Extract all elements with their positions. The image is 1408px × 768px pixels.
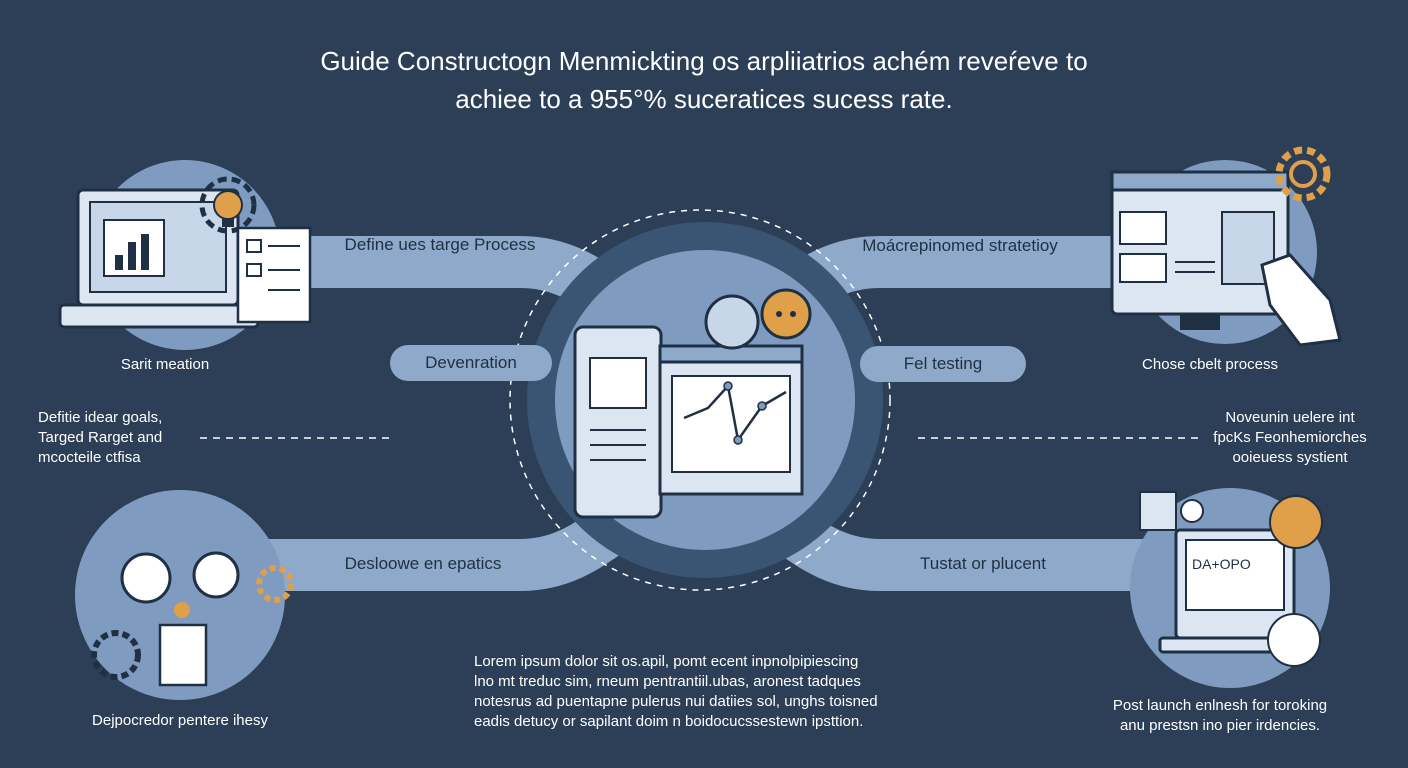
pill-top-right: Moácrepinomed stratetioy	[862, 236, 1058, 255]
caption-bottom-left: Dejpocredor pentere ihesy	[92, 712, 268, 729]
note-bottom-right-line-2: anu prestsn ino pier irdencies.	[1119, 717, 1321, 734]
pill-mid-right: Fel testing	[903, 354, 983, 373]
pill-top-left: Define ues targe Process	[344, 235, 536, 254]
user-icon	[120, 551, 240, 687]
robot-face-icon	[91, 565, 294, 680]
pill-mid-left: Devenration	[425, 353, 517, 372]
checklist-icon	[236, 226, 312, 324]
note-right-line-3: ooieuess systient	[1232, 449, 1348, 466]
phone-icon	[573, 325, 663, 519]
gear-icon	[1275, 146, 1331, 202]
note-left-line-3: mcocteile ctfisa	[38, 449, 141, 466]
note-bottom-center-line-1: Lorem ipsum dolor sit os.apil, pomt ecen…	[474, 653, 859, 670]
note-bottom-center-line-3: notesrus ad puentapne pulerus nui datiie…	[474, 693, 878, 710]
note-left: Defitie idear goals, Targed Rarget and m…	[38, 408, 162, 468]
monitor-icon	[1110, 170, 1290, 330]
note-right: Noveunin uelere int fpcKs Feonhemiorches…	[1200, 408, 1380, 468]
hand-pointer-icon	[1260, 253, 1342, 347]
note-bottom-center-line-4: eadis detucy or sapilant doim n boidocuc…	[474, 713, 864, 730]
chat-bubble-icon	[704, 288, 812, 350]
title-line-2: achiee to a 955°% suceratices sucess rat…	[455, 84, 953, 114]
laptop-chart-icon	[1139, 491, 1323, 667]
title-line-1: Guide Constructogn Menmickting os arplii…	[320, 46, 1088, 76]
lightbulb-icon	[199, 176, 257, 234]
screen-chart-label: DA+OPO	[1192, 556, 1251, 572]
note-left-line-2: Targed Rarget and	[38, 429, 163, 446]
bottom-left-circle	[75, 490, 285, 700]
chart-window-icon	[658, 344, 804, 496]
note-bottom-center: Lorem ipsum dolor sit os.apil, pomt ecen…	[474, 652, 878, 732]
caption-top-right: Chose cbelt process	[1142, 356, 1278, 373]
note-bottom-right-line-1: Post launch enlnesh for toroking	[1112, 697, 1328, 714]
note-right-line-1: Noveunin uelere int	[1225, 409, 1355, 426]
note-bottom-center-line-2: lno mt treduc sim, rneum pentrantiil.uba…	[474, 673, 861, 690]
dashed-ring	[509, 209, 891, 591]
caption-top-left: Sarit meation	[120, 356, 210, 373]
note-bottom-right: Post launch enlnesh for toroking anu pre…	[1090, 696, 1350, 736]
laptop-icon	[58, 188, 260, 329]
pill-bottom-right: Tustat or plucent	[920, 554, 1046, 573]
note-left-line-1: Defitie idear goals,	[38, 409, 163, 426]
pill-mid-right-bg: Fel testing	[860, 346, 1026, 382]
pill-mid-left-bg: Devenration	[390, 345, 552, 381]
pill-bottom-left: Desloowe en epatics	[344, 554, 502, 573]
note-right-line-2: fpcKs Feonhemiorches	[1213, 429, 1367, 446]
